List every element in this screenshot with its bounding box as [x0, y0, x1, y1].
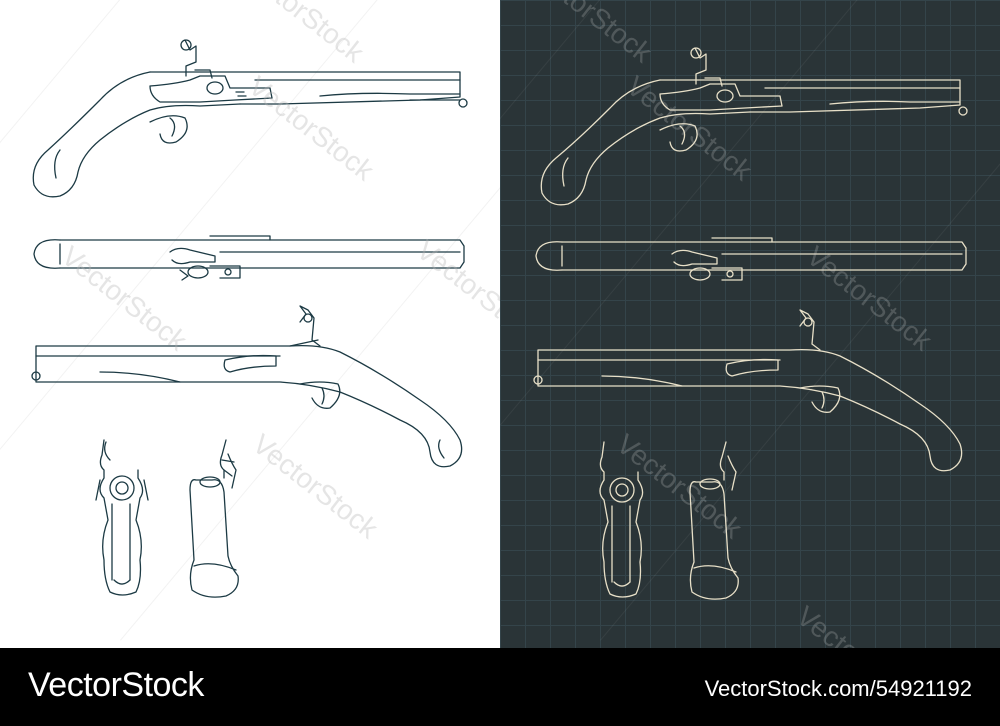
light-panel: VectorStock VectorStock VectorStock Vect… [0, 0, 500, 648]
front-view [599, 441, 644, 598]
rear-view [689, 441, 739, 600]
front-view [95, 439, 149, 596]
artwork: VectorStock VectorStock VectorStock Vect… [0, 0, 1000, 648]
brand-logo: VectorStock [28, 666, 204, 704]
footer-bar: VectorStock VectorStock.com/54921192 [0, 648, 1000, 726]
top-view [535, 237, 967, 281]
top-view [33, 235, 465, 281]
side-view-right [32, 39, 468, 198]
image-id-label: VectorStock.com/54921192 [704, 676, 972, 701]
dark-panel: VectorStock VectorStock VectorStock Vect… [500, 0, 1000, 648]
side-view-left [533, 309, 963, 472]
rear-view [189, 439, 239, 598]
side-view-right [540, 47, 968, 206]
side-view-left [31, 305, 463, 468]
pistol-drawing-light [31, 39, 468, 598]
pistol-drawing-dark [533, 47, 968, 600]
